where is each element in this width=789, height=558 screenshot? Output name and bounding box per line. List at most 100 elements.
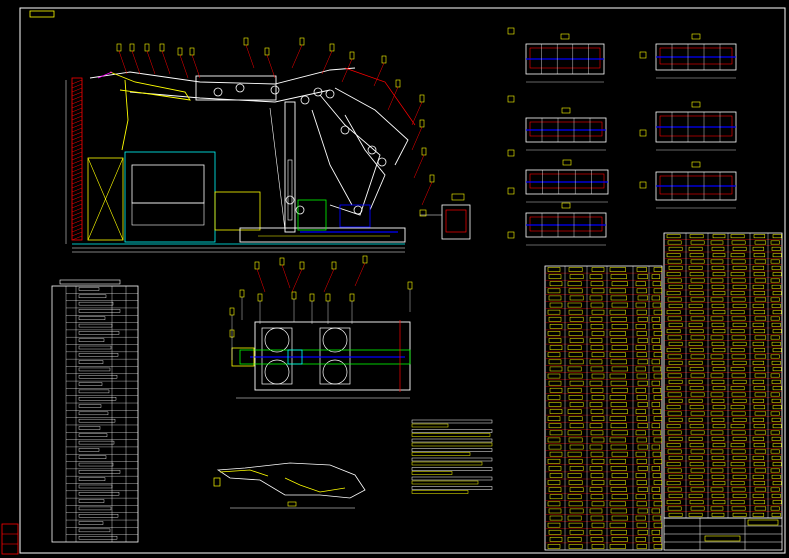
table-cell-text [770,468,780,473]
table-title [59,279,121,285]
table-cell-text [770,240,780,245]
table-cell-text [567,302,582,308]
table-cell-text [637,466,648,471]
table-cell-text [689,253,704,258]
main-elevation-view[interactable] [65,37,435,293]
section-detail-views[interactable] [507,27,737,246]
table-cell-text [636,288,647,294]
section-tag [561,107,571,114]
table-cell-text [651,529,661,535]
table-cell-text [732,436,747,441]
table-cell-text [753,253,766,258]
notes-text [411,480,479,485]
table-cell-text [731,468,746,473]
table-cell-text [548,295,562,301]
table-cell-text [568,480,583,485]
table-cell-text [690,392,705,397]
table-cell-text [653,352,663,358]
table-cell-text [771,493,781,498]
table-cell-text [78,477,106,481]
table-cell-text [688,265,703,270]
table-cell-text [753,329,766,334]
table-cell-text [752,303,765,308]
parts-list-table-left[interactable] [51,279,139,543]
table-cell-text [753,272,766,277]
table-cell-text [752,379,765,384]
table-cell-text [689,234,704,239]
table-cell-text [666,386,681,391]
section-inner [529,47,601,69]
table-cell-text [667,297,682,302]
table-cell-text [666,405,681,410]
table-cell-text [591,437,605,443]
parts-list-table-right[interactable] [544,232,783,551]
table-cell-text [609,267,626,272]
table-cell-text [771,284,781,289]
table-cell-text [591,288,605,294]
table-cell-text [569,444,584,450]
table-cell-text [567,430,582,436]
table-cell-text [548,274,562,279]
table-cell-text [590,409,604,414]
table-cell-text [712,405,726,410]
table-cell-text [753,367,766,372]
table-cell-text [652,409,662,414]
table-cell-text [568,309,583,315]
table-cell-text [78,382,103,386]
table-cell-text [711,360,725,365]
table-cell-text [753,443,766,448]
table-cell-text [652,302,662,308]
table-cell-text [732,284,747,289]
table-cell-text [78,309,121,313]
table-cell-text [711,322,725,327]
small-detail-view[interactable] [419,193,471,240]
table-cell-text [636,395,647,400]
callout-label [381,55,387,64]
table-cell-text [78,294,107,299]
plan-view[interactable] [229,281,413,399]
table-cell-text [771,455,781,460]
table-cell-text [591,522,605,528]
table-cell-text [651,423,661,429]
table-cell-text [589,508,603,514]
table-cell-text [78,345,112,350]
table-cell-text [653,395,663,400]
table-cell-text [635,451,646,457]
small-side-view[interactable] [213,462,366,509]
table-cell-text [752,341,765,346]
table-cell-text [753,424,766,429]
table-cell-text [609,373,626,379]
table-cell-text [772,405,782,410]
table-cell-text [732,455,747,460]
table-cell-text [653,458,663,464]
table-cell-text [569,466,584,471]
table-cell-text [666,481,681,486]
table-cell-text [651,338,661,343]
table-cell-text [609,331,626,336]
table-cell-text [547,352,561,358]
table-cell-text [772,481,782,486]
table-cell-text [652,281,662,287]
table-cell-text [753,291,766,296]
table-cell-text [610,466,627,471]
table-cell-text [710,449,724,454]
table-cell-text [567,345,582,350]
pivot-pin [213,87,223,97]
plan-callout [407,281,413,290]
table-cell-text [730,348,745,353]
table-cell-text [772,291,782,296]
callout-label [254,261,260,270]
table-cell-text [710,468,724,473]
table-cell-text [610,295,627,301]
plan-callout [309,293,315,302]
table-cell-text [653,437,663,443]
table-cell-text [569,529,584,535]
notes-line [411,457,493,462]
table-cell-text [771,341,781,346]
table-cell-text [690,449,705,454]
table-cell-text [710,411,724,416]
table-cell-text [568,352,583,358]
table-cell-text [567,473,582,478]
